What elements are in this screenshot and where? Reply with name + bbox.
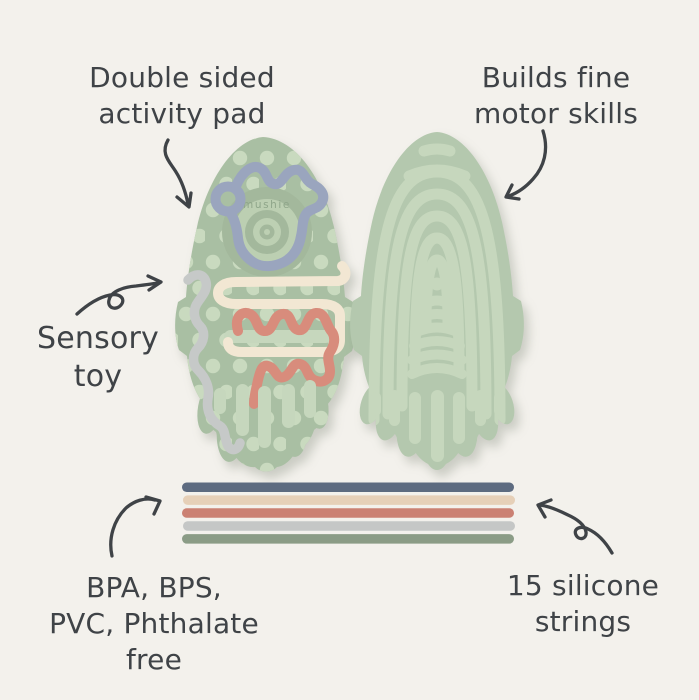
annotation-line: 15 silicone (506, 569, 660, 602)
bpa-free-arrow-icon (109, 495, 162, 558)
annotation-line: Builds fine (481, 61, 631, 94)
pad-back-rainbow-ridges (368, 143, 506, 426)
annotation-line: PVC, Phthalate (49, 606, 259, 640)
silicone-string (182, 508, 514, 518)
annotation-bpa-free: BPA, BPS, PVC, Phthalate free (24, 570, 284, 677)
fine-motor-arrow-icon (504, 129, 548, 201)
annotation-line: strings (534, 604, 632, 638)
brand-embossed-text: mushie (243, 199, 291, 211)
salmon-string-on-pad (232, 308, 340, 409)
pad-back-flame-pills (371, 390, 504, 462)
annotation-double-sided: Double sided activity pad (52, 60, 312, 132)
activity-pad-back (350, 132, 524, 470)
silicone-strings-row (182, 482, 515, 544)
silicone-string (182, 482, 514, 492)
gray-string-on-pad (183, 270, 245, 455)
sensory-arrow-icon (75, 274, 163, 316)
silicone-string (183, 521, 515, 531)
double-sided-arrow-icon (163, 138, 193, 209)
silicone-string (183, 495, 515, 505)
annotation-strings: 15 silicone strings (483, 568, 683, 640)
annotation-arrows (75, 129, 614, 558)
annotation-line: Double sided (89, 61, 275, 94)
annotation-fine-motor: Builds fine motor skills (425, 60, 687, 132)
annotation-line: free (125, 642, 182, 676)
annotation-line: Sensory (37, 321, 159, 356)
silicone-string (182, 534, 514, 544)
activity-pad-front: mushie (175, 137, 356, 472)
cream-string-on-pad (213, 261, 351, 357)
annotation-line: motor skills (473, 96, 639, 130)
annotation-line: BPA, BPS, (86, 571, 222, 604)
pad-front-flame-pills (214, 380, 316, 448)
blue-string-on-pad (210, 162, 329, 272)
annotation-line: activity pad (98, 96, 266, 130)
annotation-sensory: Sensory toy (14, 320, 182, 397)
annotation-line: toy (73, 359, 123, 395)
strings-arrow-icon (536, 498, 614, 555)
